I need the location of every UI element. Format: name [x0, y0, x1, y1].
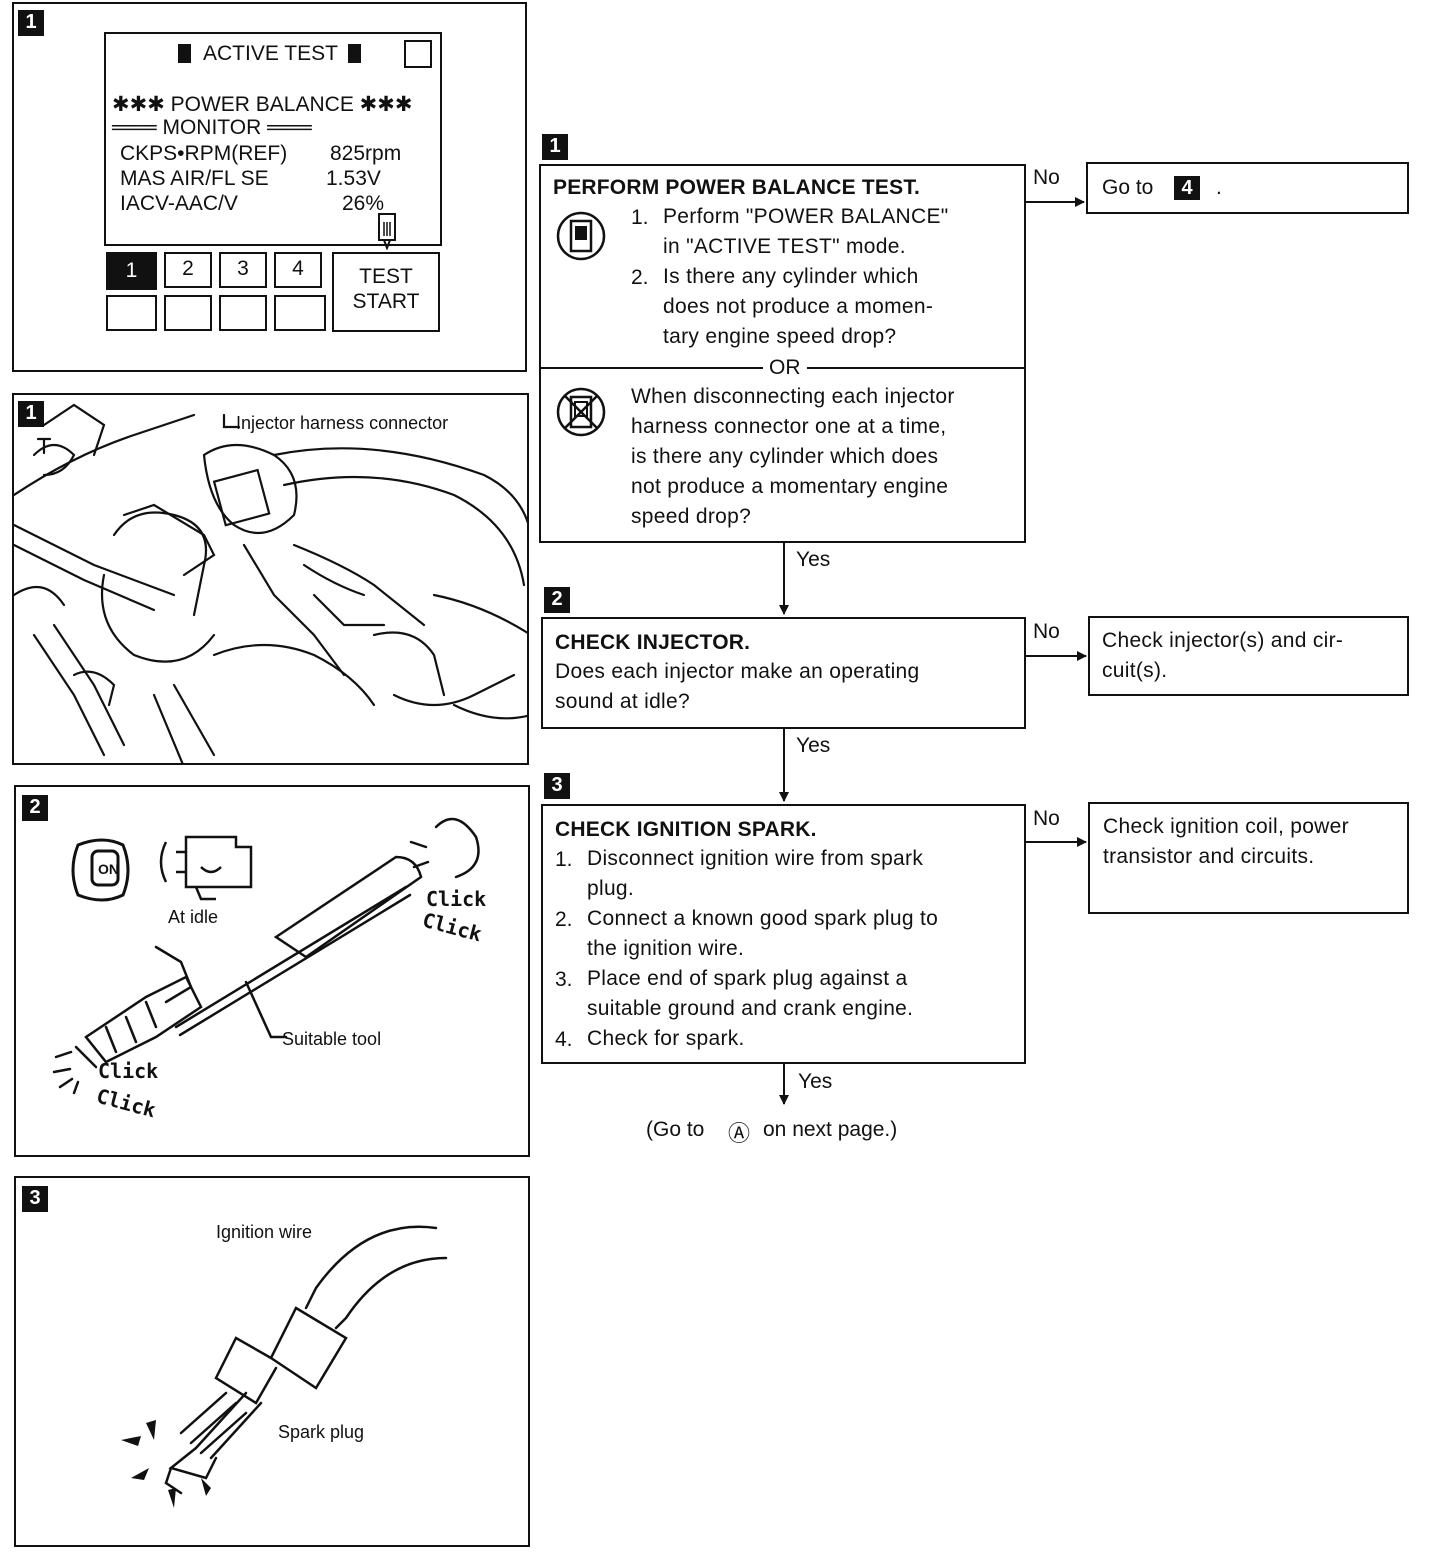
step-item-text: Perform "POWER BALANCE" in "ACTIVE TEST"… — [663, 205, 949, 258]
go-to-text: Go to — [1102, 176, 1154, 199]
ignition-wire-label: Ignition wire — [216, 1222, 313, 1242]
step-item-number: 3. — [555, 968, 573, 991]
monitor-row-label: IACV-AAC/V — [120, 192, 238, 215]
step-item-number: 1. — [555, 848, 573, 871]
power-balance-test-box: PERFORM POWER BALANCE TEST. 1. Perform "… — [539, 164, 1026, 543]
yes-label: Yes — [796, 734, 831, 757]
no-consult-icon — [556, 387, 606, 437]
check-injector-box: CHECK INJECTOR. Does each injector make … — [541, 617, 1026, 729]
step-tag: 1 — [542, 134, 568, 160]
injector-connector-figure: 1 — [12, 393, 529, 765]
step-item-number: 1. — [631, 206, 649, 229]
figure-tag: 1 — [18, 10, 44, 36]
step-title: CHECK IGNITION SPARK. — [555, 818, 817, 841]
header-bar-left — [178, 44, 191, 63]
injector-and-tool-illustration — [52, 817, 480, 1095]
check-injector-circuit-box: Check injector(s) and cir- cuit(s). — [1088, 616, 1409, 696]
power-balance-heading: ✱✱✱ POWER BALANCE ✱✱✱ — [112, 93, 413, 116]
cylinder-button[interactable]: 2 — [164, 252, 212, 288]
injector-connector-label: Injector harness connector — [236, 413, 449, 433]
step-reference-tag: 4 — [1174, 176, 1200, 200]
print-box-icon[interactable] — [404, 40, 432, 68]
cylinder-button[interactable]: 3 — [219, 252, 267, 288]
header-bar-right — [348, 44, 361, 63]
spark-plug-label: Spark plug — [278, 1422, 365, 1442]
at-idle-label: At idle — [168, 907, 219, 927]
empty-button[interactable] — [106, 295, 157, 331]
go-to-4-box: Go to 4 . — [1086, 162, 1409, 214]
scroll-finger-icon[interactable] — [376, 212, 398, 250]
next-page-prefix: (Go to — [646, 1118, 705, 1141]
consult-screen-panel: 1 ACTIVE TEST ✱✱✱ POWER BALANCE ✱✱✱ ═══ … — [12, 2, 527, 372]
connector-a-mark: Ⓐ — [728, 1121, 751, 1146]
cylinder-button[interactable]: 1 — [106, 252, 157, 290]
result-text: Check injector(s) and cir- cuit(s). — [1102, 629, 1344, 682]
monitor-heading: ═══ MONITOR ═══ — [112, 116, 312, 139]
click-sound-label: Click — [98, 1059, 159, 1083]
test-start-button[interactable]: TEST START — [332, 252, 440, 332]
suitable-tool-label: Suitable tool — [282, 1029, 382, 1049]
step-item-text: Check for spark. — [587, 1027, 745, 1050]
figure-tag: 2 — [22, 795, 48, 821]
or-label: OR — [763, 356, 807, 380]
engine-icon — [159, 835, 253, 901]
injector-sound-figure: 2 ON At idle Suitable tool Click — [14, 785, 530, 1157]
step-item-text: Place end of spark plug against a suitab… — [587, 967, 914, 1020]
alternative-method-text: When disconnecting each injector harness… — [631, 385, 955, 528]
monitor-row-label: CKPS•RPM(REF) — [120, 142, 288, 165]
empty-button[interactable] — [219, 295, 267, 331]
yes-label: Yes — [798, 1070, 833, 1093]
step-title: PERFORM POWER BALANCE TEST. — [553, 176, 921, 199]
no-label: No — [1033, 166, 1060, 189]
cylinder-button[interactable]: 4 — [274, 252, 322, 288]
spark-plug-figure: 3 Ignition wire Spark plug — [14, 1176, 530, 1547]
monitor-row-value: 1.53V — [326, 167, 381, 190]
step-item-text: Is there any cylinder which does not pro… — [663, 265, 934, 348]
step-tag: 2 — [544, 587, 570, 613]
empty-button[interactable] — [274, 295, 326, 331]
next-page-suffix: on next page.) — [763, 1118, 898, 1141]
step-title: CHECK INJECTOR. — [555, 631, 751, 654]
monitor-row-value: 26% — [342, 192, 385, 215]
consult-icon — [556, 211, 606, 261]
check-ignition-coil-box: Check ignition coil, power transistor an… — [1088, 802, 1409, 914]
step-item-text: Connect a known good spark plug to the i… — [587, 907, 939, 960]
figure-tag: 1 — [18, 401, 44, 427]
figure-tag: 3 — [22, 1186, 48, 1212]
consult-display: ACTIVE TEST ✱✱✱ POWER BALANCE ✱✱✱ ═══ MO… — [104, 32, 442, 250]
check-ignition-spark-box: CHECK IGNITION SPARK. 1. Disconnect igni… — [541, 804, 1026, 1064]
ignition-key-icon — [71, 838, 130, 902]
test-start-line1: TEST — [359, 265, 413, 288]
step-question-text: Does each injector make an operating sou… — [555, 660, 920, 713]
step-item-number: 4. — [555, 1028, 573, 1051]
no-label: No — [1033, 807, 1060, 830]
empty-button[interactable] — [164, 295, 212, 331]
yes-label: Yes — [796, 548, 831, 571]
monitor-row-value: 825rpm — [330, 142, 402, 165]
monitor-row-label: MAS AIR/FL SE — [120, 167, 269, 190]
no-label: No — [1033, 620, 1060, 643]
screen-header: ACTIVE TEST — [203, 42, 338, 65]
step-item-text: Disconnect ignition wire from spark plug… — [587, 847, 924, 900]
engine-illustration — [14, 403, 527, 763]
step-item-number: 2. — [555, 908, 573, 931]
step-item-number: 2. — [631, 266, 649, 289]
spark-plug-illustration — [121, 1225, 448, 1508]
test-start-line2: START — [352, 290, 420, 313]
result-text: Check ignition coil, power transistor an… — [1103, 815, 1349, 868]
key-on-label: ON — [98, 861, 119, 877]
click-sound-label: Click — [426, 887, 487, 911]
step-tag: 3 — [544, 773, 570, 799]
period: . — [1216, 176, 1222, 199]
